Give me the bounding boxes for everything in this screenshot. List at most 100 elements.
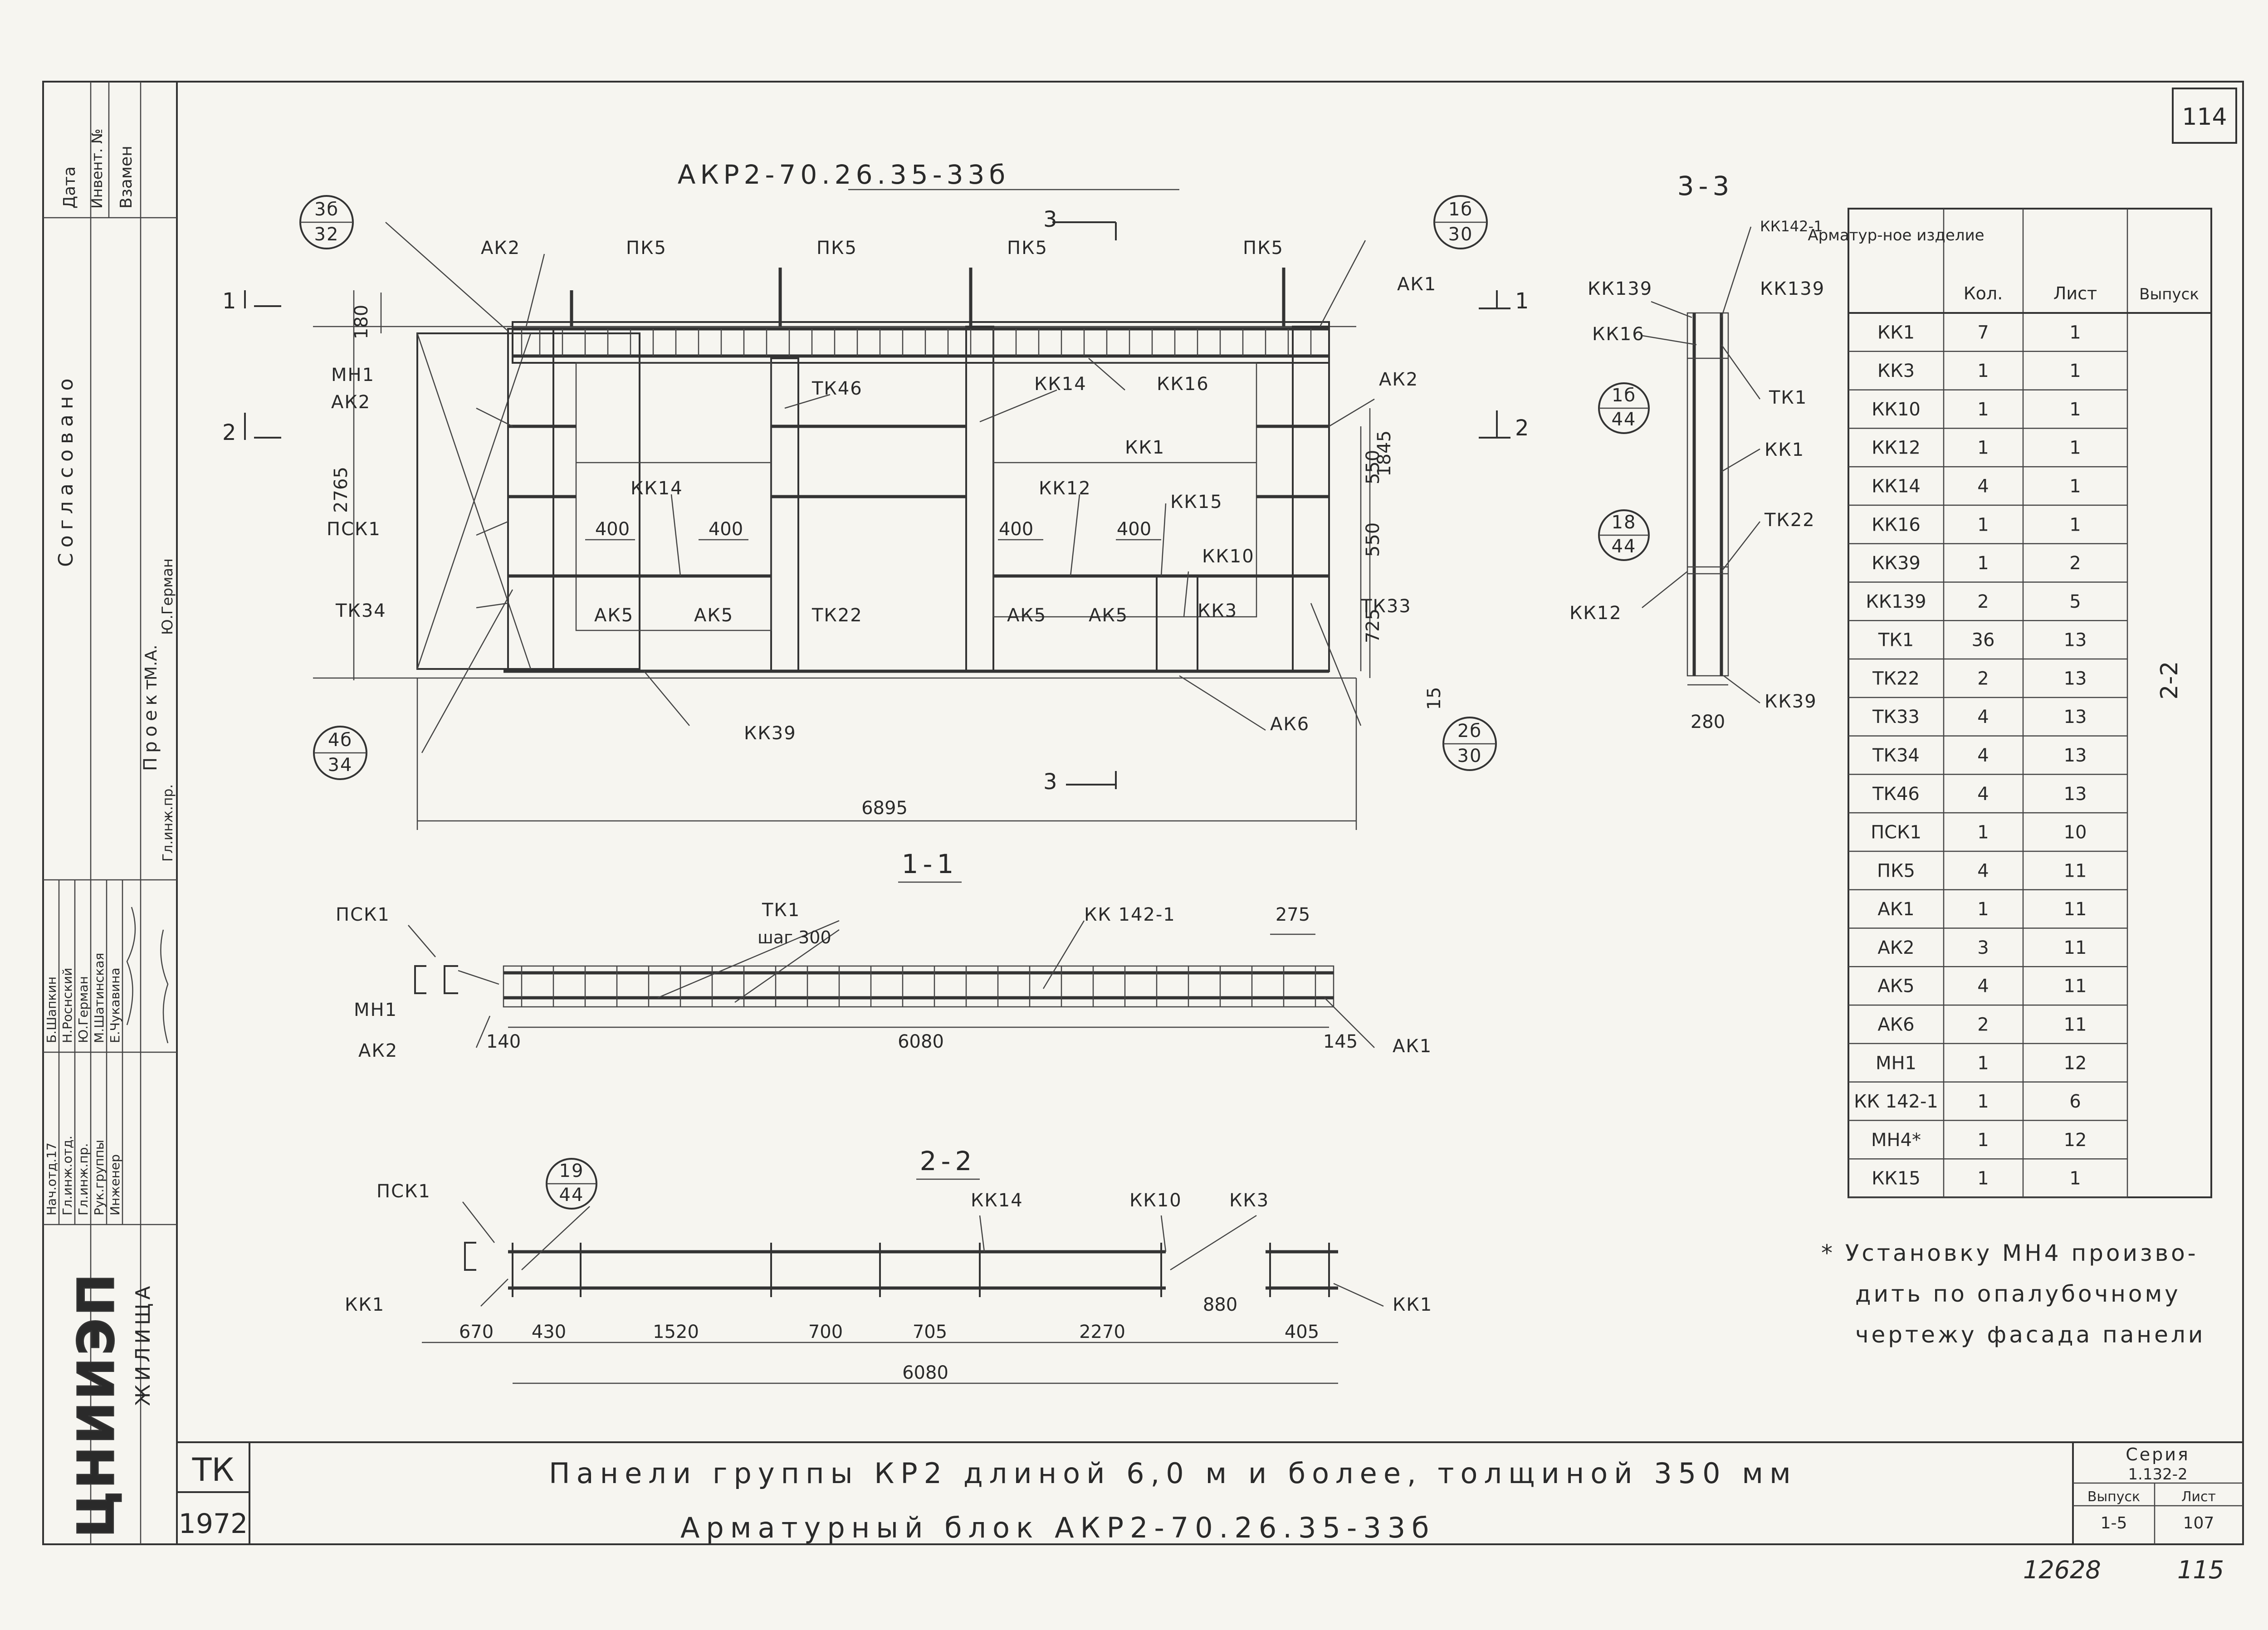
spec-cell-list: 11: [2064, 860, 2087, 881]
role-1: Нач.отд.17: [44, 1142, 59, 1215]
spec-cell-izdelie: КК12: [1872, 438, 1921, 459]
label-kk15: КК15: [1170, 492, 1223, 512]
label-tk22: ТК22: [811, 605, 863, 626]
label-tk34: ТК34: [335, 600, 386, 621]
label-tk22: ТК22: [1764, 510, 1815, 531]
dim-400: 400: [709, 519, 743, 540]
spec-cell-list: 1: [2069, 322, 2081, 343]
spec-cell-kol: 3: [1977, 937, 1989, 958]
spec-cell-izdelie: КК39: [1872, 553, 1921, 574]
section-1-1-title: 1-1: [902, 849, 958, 879]
callout-c2: 1б 30: [1433, 195, 1488, 249]
tb-list-label: Лист: [2181, 1489, 2216, 1505]
section-3-3-title: 3-3: [1677, 171, 1734, 201]
label-pk5: ПК5: [626, 238, 667, 259]
note-line-2: дить по опалубочному: [1855, 1281, 2181, 1307]
section-mark-1: 1: [222, 288, 236, 314]
label-kk12: КК12: [1569, 603, 1622, 624]
stamp-proekt-role: Гл.инж.пр.: [160, 784, 176, 862]
th-vypusk: Выпуск: [2139, 285, 2199, 303]
svg-text:44: 44: [1612, 536, 1637, 557]
dim-15: 15: [1424, 687, 1445, 710]
label-kk3: КК3: [1229, 1190, 1269, 1211]
role-2: Гл.инж.отд.: [60, 1136, 75, 1215]
org-logo: ЦНИИЭП: [67, 1271, 125, 1537]
label-mn1: МН1: [354, 1000, 397, 1020]
spec-cell-izdelie: МН4*: [1871, 1130, 1921, 1151]
section-mark-1r: 1: [1515, 288, 1529, 314]
label-tk1: ТК1: [1769, 387, 1807, 408]
spec-cell-izdelie: КК14: [1872, 476, 1921, 497]
dim-1520: 1520: [653, 1322, 699, 1342]
dim-145: 145: [1323, 1031, 1358, 1052]
spec-cell-list: 11: [2064, 976, 2087, 997]
callout-c6: 18 44: [1598, 509, 1650, 561]
role-3: Гл.инж.пр.: [76, 1143, 91, 1215]
callout-c7: 19 44: [546, 1158, 597, 1210]
label-kk1: КК1: [345, 1294, 385, 1315]
dim-700: 700: [808, 1322, 843, 1342]
label-kk1: КК1: [1125, 437, 1165, 458]
label-kk14: КК14: [631, 478, 683, 499]
label-kk10: КК10: [1129, 1190, 1182, 1211]
main-elevation: АКР2-70.26.35-33б: [222, 159, 1529, 830]
spec-cell-izdelie: ТК34: [1872, 745, 1920, 766]
dim-400: 400: [1117, 519, 1151, 540]
spec-cell-list: 13: [2064, 784, 2087, 805]
spec-cell-izdelie: МН1: [1876, 1053, 1916, 1074]
dim-2765: 2765: [331, 467, 352, 513]
spec-cell-izdelie: КК3: [1877, 361, 1915, 381]
label-kk12: КК12: [1039, 478, 1091, 499]
svg-text:18: 18: [1612, 512, 1637, 533]
stamp-org: ЖИЛИЩА: [132, 1282, 155, 1406]
svg-text:30: 30: [1457, 746, 1482, 766]
spec-cell-list: 12: [2064, 1130, 2087, 1151]
spec-cell-kol: 2: [1977, 1014, 1989, 1035]
spec-cell-list: 1: [2069, 1168, 2081, 1189]
spec-cell-izdelie: КК139: [1866, 591, 1926, 612]
svg-text:1б: 1б: [1612, 385, 1636, 406]
spec-cell-izdelie: КК15: [1872, 1168, 1921, 1189]
stamp-date: Дата: [60, 166, 79, 209]
label-kk139: КК139: [1760, 278, 1825, 299]
label-psk1: ПСК1: [327, 519, 381, 540]
spec-cell-list: 13: [2064, 630, 2087, 651]
name-5: Е.Чукавина: [108, 967, 122, 1043]
section-3-3: 3-3 1б 44 18 44 КК142-1 КК139 КК139 КК16…: [1569, 171, 1825, 732]
label-psk1: ПСК1: [376, 1181, 431, 1202]
spec-cell-list: 1: [2069, 438, 2081, 459]
spec-cell-izdelie: КК10: [1872, 399, 1921, 420]
section-2-2: 2-2 19 44 ПСК1 КК1 КК1 КК14 КК10 КК3 670…: [345, 1146, 1432, 1384]
label-tk33: ТК33: [1360, 596, 1412, 617]
label-kk10: КК10: [1202, 546, 1255, 567]
spec-cell-izdelie: КК1: [1877, 322, 1915, 343]
label-mn1: МН1: [331, 365, 375, 386]
spec-cell-list: 1: [2069, 361, 2081, 381]
label-ak5: АК5: [694, 605, 733, 626]
svg-text:4б: 4б: [328, 730, 352, 751]
label-pk5: ПК5: [816, 238, 857, 259]
signature: [126, 907, 136, 1025]
stamp-replace: Взамен: [117, 146, 136, 209]
spec-vypusk-value: 2-2: [2156, 661, 2183, 700]
spec-cell-list: 13: [2064, 707, 2087, 727]
svg-text:19: 19: [559, 1161, 584, 1181]
svg-text:1б: 1б: [1448, 199, 1473, 220]
svg-text:34: 34: [328, 755, 353, 776]
note-line-1: * Установку МН4 произво-: [1821, 1240, 2199, 1266]
tb-vypusk: 1-5: [2101, 1514, 2127, 1532]
dim-180: 180: [351, 305, 372, 339]
section-mark-3: 3: [1043, 207, 1057, 232]
spec-cell-izdelie: КК 142-1: [1854, 1091, 1938, 1112]
dim-670: 670: [459, 1322, 494, 1342]
spec-cell-izdelie: КК16: [1872, 514, 1921, 535]
label-psk1: ПСК1: [336, 904, 390, 925]
spec-cell-kol: 1: [1977, 899, 1989, 920]
spec-cell-izdelie: АК1: [1877, 899, 1914, 920]
tb-year: 1972: [179, 1508, 248, 1540]
spec-cell-kol: 7: [1977, 322, 1989, 343]
svg-text:3б: 3б: [314, 199, 339, 220]
label-kk1: КК1: [1765, 439, 1804, 460]
